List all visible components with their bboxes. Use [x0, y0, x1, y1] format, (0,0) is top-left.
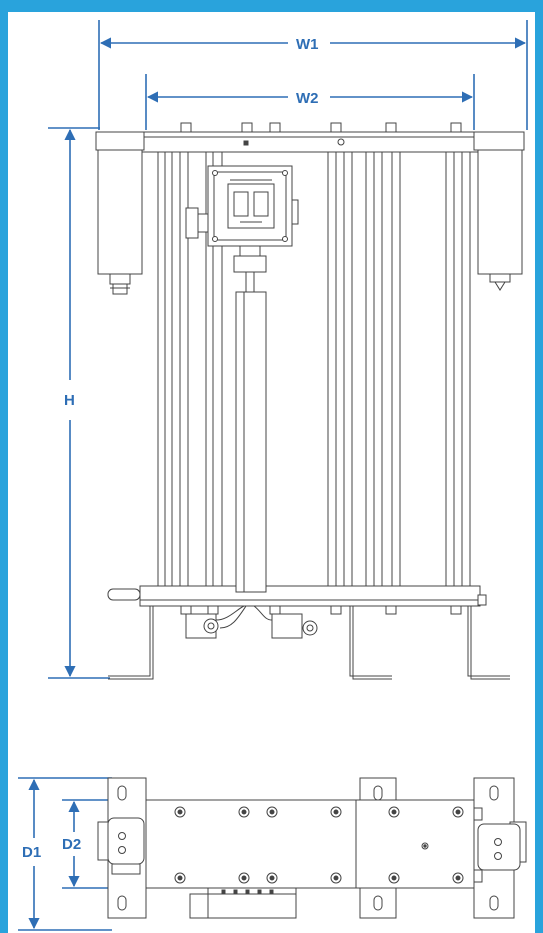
- dimension-h: [48, 127, 110, 679]
- support-feet: [108, 606, 510, 680]
- bottom-bolts: [180, 605, 462, 615]
- dimension-w1: [98, 20, 528, 130]
- control-box-top-view: [189, 887, 297, 919]
- dimension-w2: [145, 74, 475, 130]
- d1-label: D1: [22, 844, 41, 861]
- h-label: H: [64, 392, 75, 409]
- top-manifold: [139, 131, 481, 153]
- desiccant-columns: [157, 152, 471, 586]
- left-filter: [95, 131, 145, 295]
- front-view: [95, 122, 525, 680]
- inlet-pipe: [107, 588, 141, 601]
- w1-label: W1: [296, 36, 319, 53]
- central-riser: [235, 291, 267, 593]
- solenoid-valves: [185, 605, 318, 639]
- top-body: [145, 799, 475, 889]
- bottom-manifold: [139, 585, 481, 607]
- right-filter: [473, 131, 525, 291]
- top-view-bolts: [174, 806, 464, 884]
- top-bolts: [180, 122, 462, 133]
- top-view: [97, 777, 527, 919]
- control-box: [185, 140, 299, 293]
- w2-label: W2: [296, 90, 319, 107]
- right-filter-head: [473, 807, 527, 883]
- left-filter-head: [97, 817, 145, 875]
- dimension-d1: [18, 777, 112, 931]
- d2-label: D2: [62, 836, 81, 853]
